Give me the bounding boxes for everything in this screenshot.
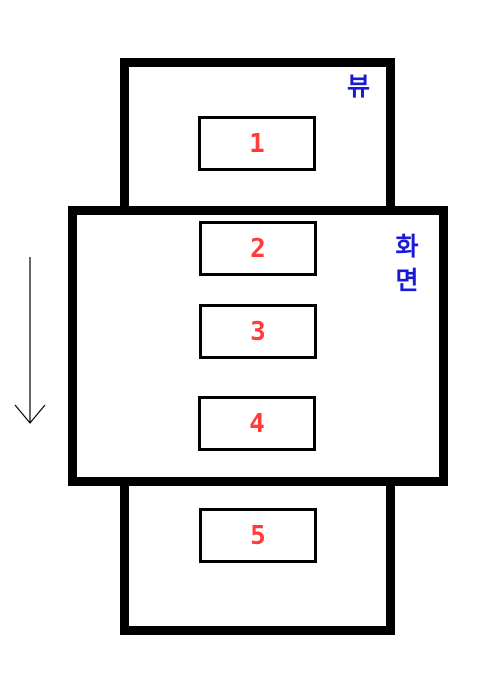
arrow-down-icon: [14, 257, 46, 424]
list-item-5: 5: [199, 508, 317, 563]
list-item-3: 3: [199, 304, 317, 359]
view-label: 뷰: [347, 72, 371, 101]
list-item-4: 4: [198, 396, 316, 451]
list-item-2: 2: [199, 221, 317, 276]
list-item-1: 1: [198, 116, 316, 171]
screen-label: 화면: [395, 232, 419, 295]
